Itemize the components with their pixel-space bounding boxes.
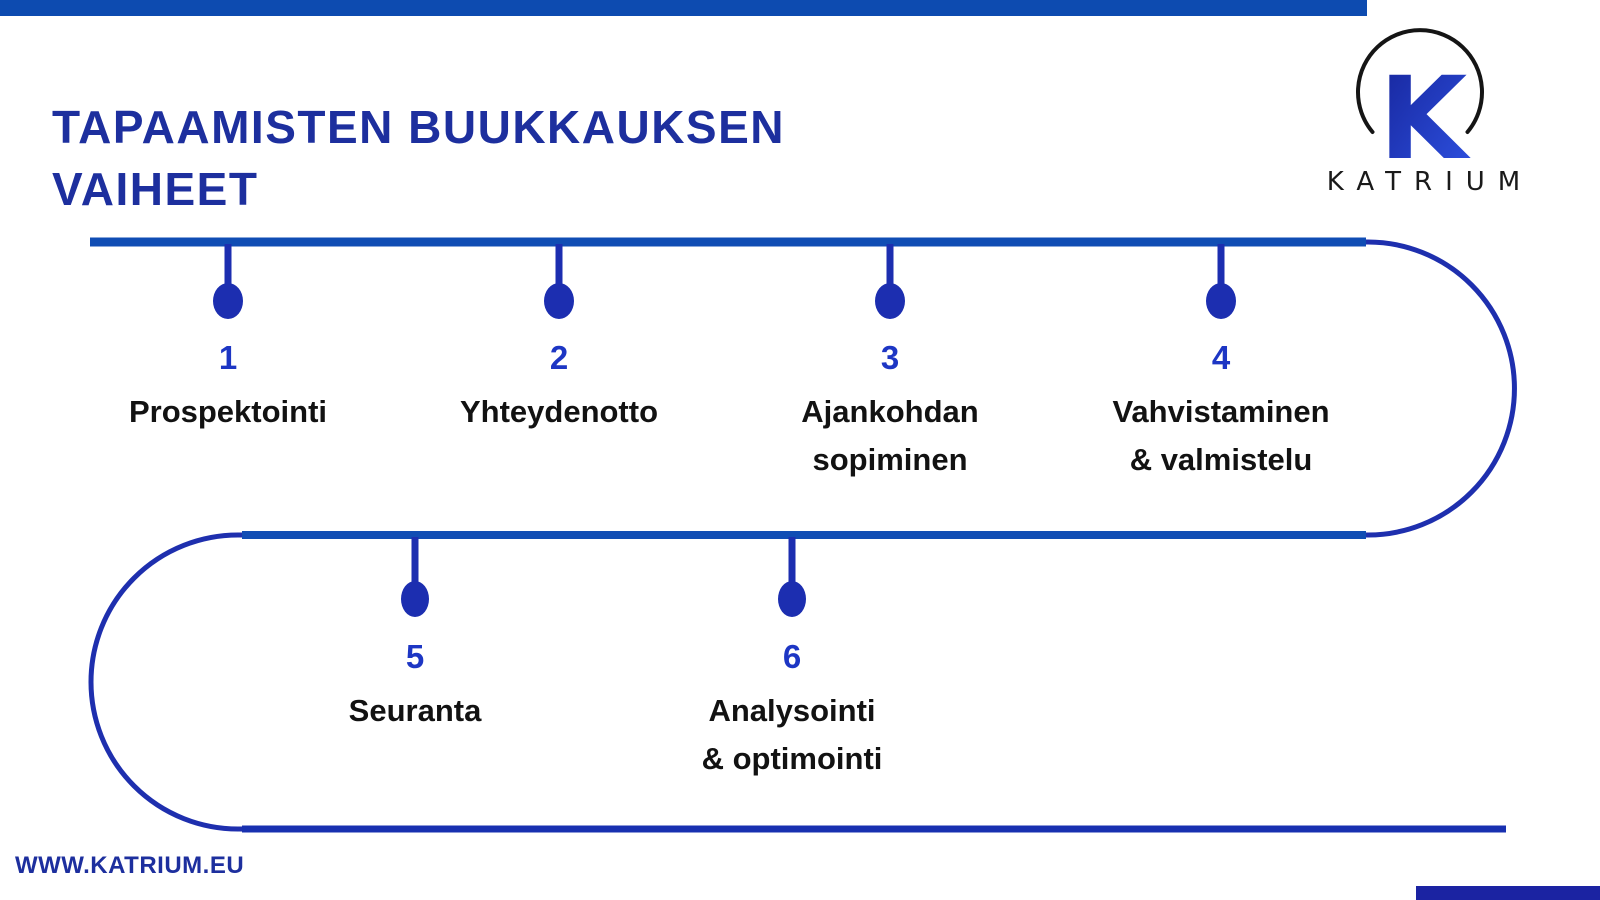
step-label-line2: sopiminen <box>812 442 968 477</box>
logo-k-icon: K <box>1379 52 1471 185</box>
step-label-line1: Analysointi <box>708 693 876 728</box>
step-label: Vahvistaminen & valmistelu <box>1061 388 1381 484</box>
step-number: 5 <box>405 638 425 675</box>
top-accent-bar <box>0 0 1367 16</box>
step-dot <box>401 581 429 617</box>
page-title-line2: VAIHEET <box>52 163 259 215</box>
step-number: 4 <box>1211 339 1231 376</box>
step-item-3: 3 Ajankohdan sopiminen <box>730 336 1050 484</box>
page-title-line1: TAPAAMISTEN BUUKKAUKSEN <box>52 101 786 153</box>
step-item-6: 6 Analysointi & optimointi <box>632 635 952 783</box>
step-label-line2: & valmistelu <box>1129 442 1313 477</box>
step-label-line1: Seuranta <box>348 693 482 728</box>
website-url: WWW.KATRIUM.EU <box>15 852 245 879</box>
step-number: 2 <box>549 339 569 376</box>
katrium-logo: K KATRIUM <box>1327 28 1533 197</box>
step-label: Analysointi & optimointi <box>632 687 952 783</box>
step-label-line1: Yhteydenotto <box>459 394 659 429</box>
step-label: Yhteydenotto <box>399 388 719 436</box>
step-dot <box>213 283 243 319</box>
step-item-5: 5 Seuranta <box>255 635 575 735</box>
step-label: Prospektointi <box>68 388 388 436</box>
step-label: Ajankohdan sopiminen <box>730 388 1050 484</box>
step-dot <box>875 283 905 319</box>
step-label-line1: Ajankohdan <box>801 394 979 429</box>
timeline-markers-row2 <box>401 537 806 617</box>
step-dot <box>778 581 806 617</box>
step-item-2: 2 Yhteydenotto <box>399 336 719 436</box>
step-label: Seuranta <box>255 687 575 735</box>
step-item-1: 1 Prospektointi <box>68 336 388 436</box>
step-label-line1: Vahvistaminen <box>1112 394 1330 429</box>
step-number: 3 <box>880 339 900 376</box>
step-number: 1 <box>218 339 238 376</box>
logo-circle-arc <box>1356 28 1484 134</box>
step-dot <box>1206 283 1236 319</box>
step-dot <box>544 283 574 319</box>
logo-wordmark: KATRIUM <box>1327 167 1533 197</box>
bottom-accent-bar <box>1416 886 1600 900</box>
step-item-4: 4 Vahvistaminen & valmistelu <box>1061 336 1381 484</box>
timeline-markers-row1 <box>213 244 1236 319</box>
step-label-line1: Prospektointi <box>128 394 328 429</box>
step-number: 6 <box>782 638 802 675</box>
step-label-line2: & optimointi <box>701 741 883 776</box>
page-title: TAPAAMISTEN BUUKKAUKSEN VAIHEET <box>52 96 785 220</box>
